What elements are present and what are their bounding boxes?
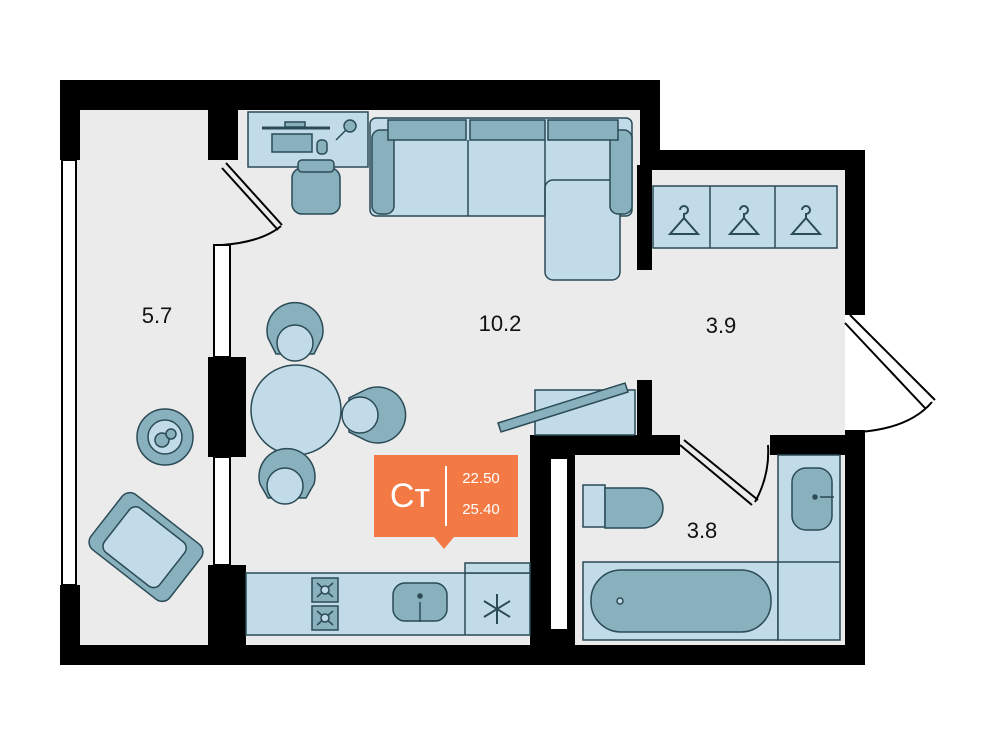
bathtub: [582, 561, 779, 641]
sink-icon: [392, 582, 448, 622]
inner-windows: [213, 244, 231, 566]
bath-small-window: [549, 457, 569, 631]
living-area-label: 10.2: [479, 311, 522, 336]
badge-area-living: 22.50: [462, 470, 500, 487]
armchair: [88, 491, 204, 603]
hall-area-label: 3.9: [706, 313, 737, 338]
dining-set: [250, 301, 407, 505]
tv-stand: [497, 382, 636, 436]
bath-area-label: 3.8: [687, 518, 718, 543]
apartment-badge: Ст 22.50 25.40: [374, 455, 518, 549]
snowflake-icon: [483, 594, 511, 624]
balcony-window: [61, 159, 77, 586]
washbasin: [777, 454, 841, 641]
badge-type: Ст: [390, 477, 430, 515]
entrance-door: [844, 314, 936, 433]
badge-area-total: 25.40: [462, 501, 500, 518]
toilet: [582, 484, 664, 529]
balcony-table: [136, 408, 194, 466]
balcony-door: [221, 162, 283, 246]
balcony-area-label: 5.7: [142, 303, 173, 328]
stove-burner-icon: [311, 577, 339, 631]
desk-chair: [291, 159, 341, 215]
desk: [247, 111, 369, 168]
bathroom-door: [679, 439, 770, 506]
corner-sofa: [369, 117, 633, 281]
hanger-icon: [667, 205, 823, 235]
kitchen-counter: [245, 562, 531, 636]
